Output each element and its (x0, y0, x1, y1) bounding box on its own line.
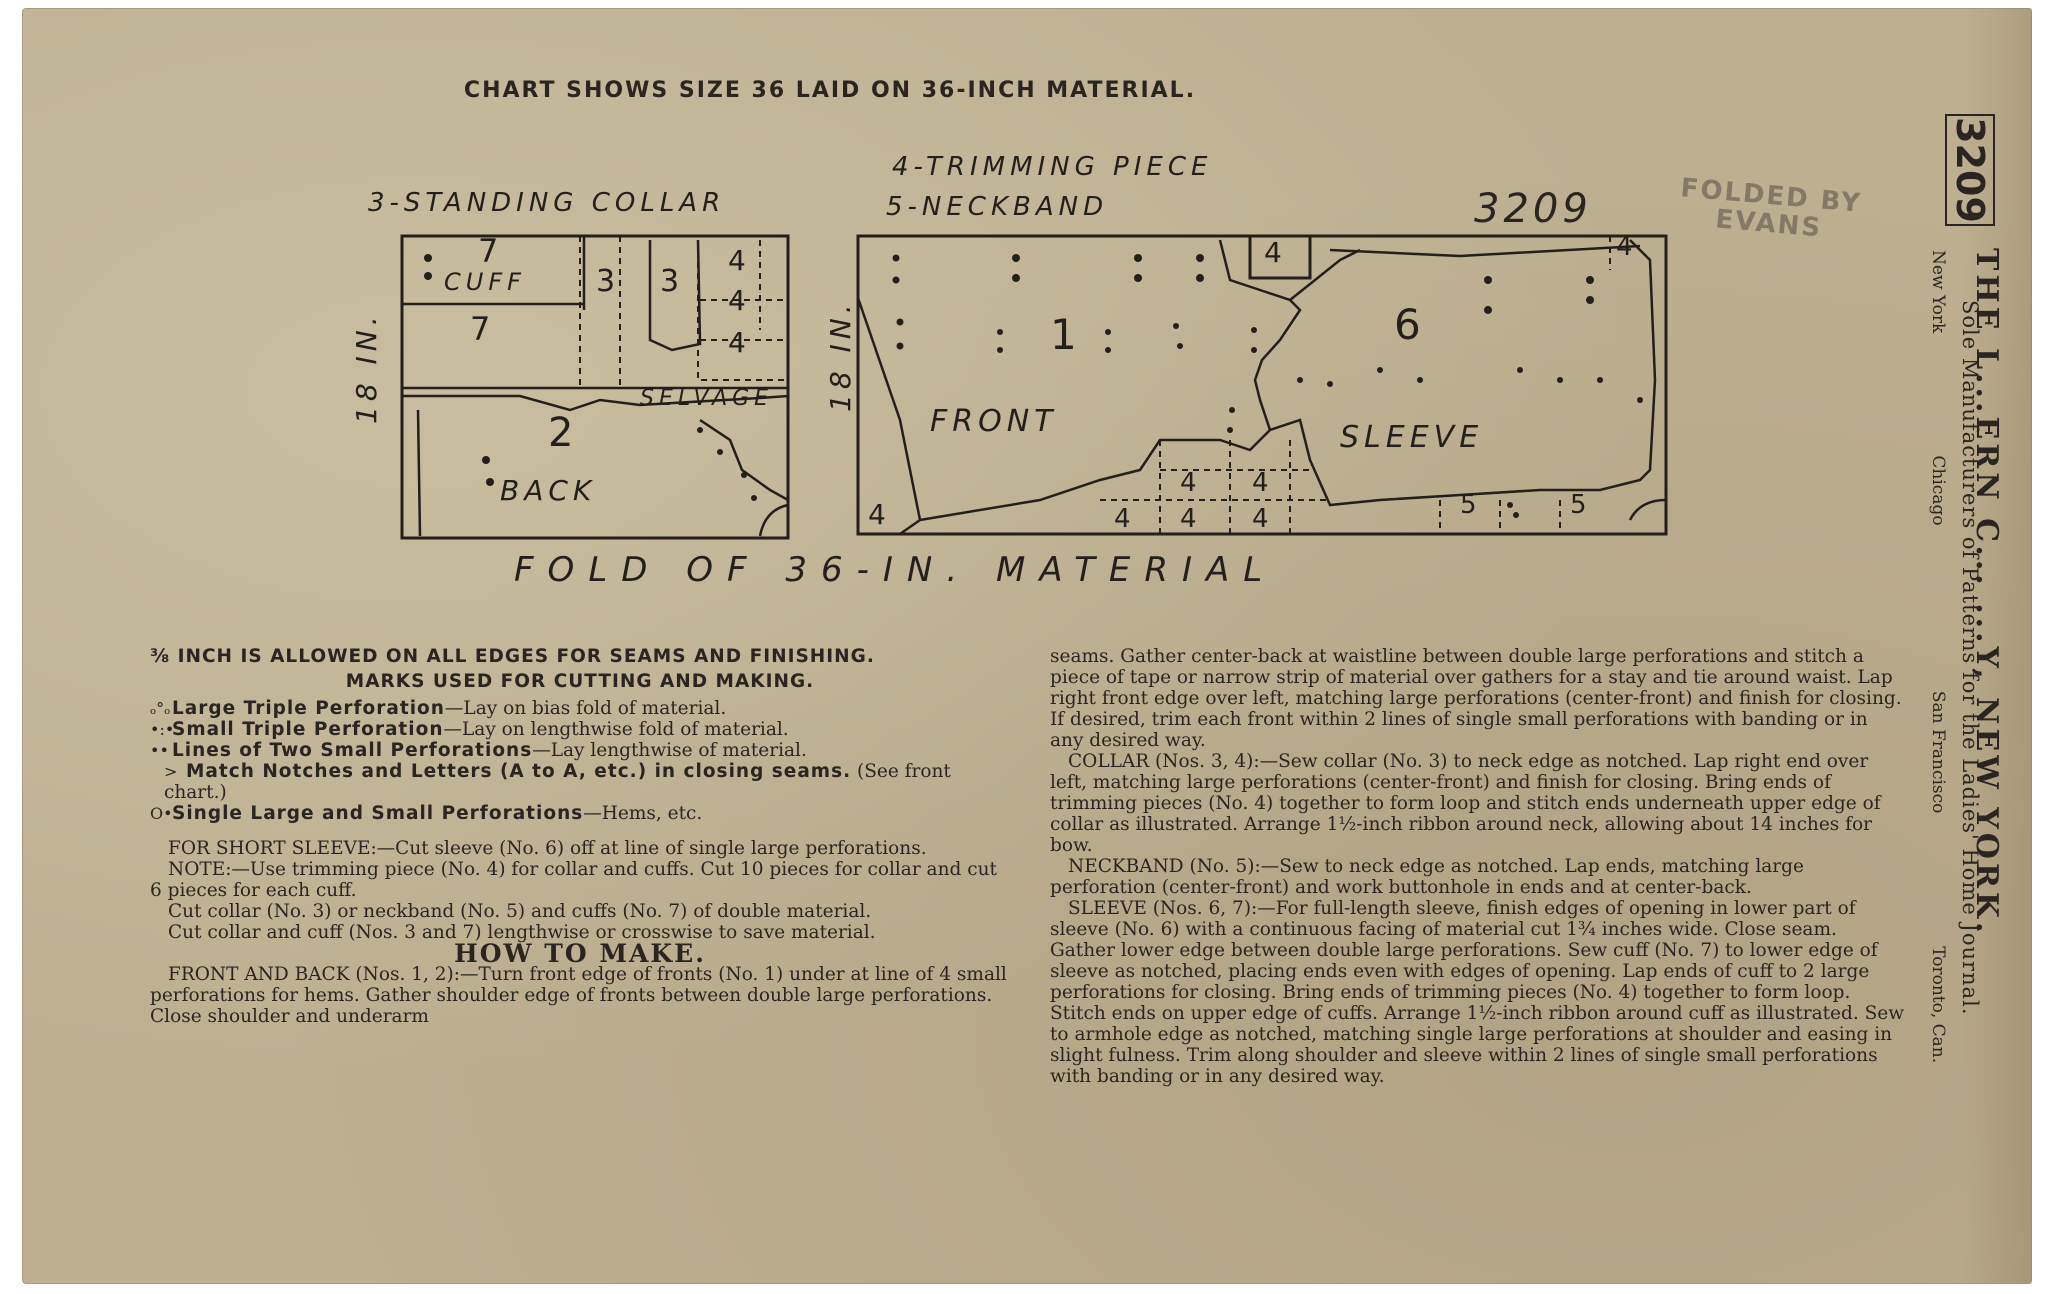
trimming-note: NOTE:—Use trimming piece (No. 4) for col… (150, 859, 997, 901)
cuff-label: CUFF (444, 268, 526, 296)
sleeve-number: 6 (1394, 300, 1426, 349)
fold-label: FOLD OF 36-IN. MATERIAL (514, 550, 1277, 590)
width-label-left: 18 IN. (350, 311, 383, 424)
collar-number-a: 3 (596, 264, 621, 299)
band-number-b: 5 (1570, 490, 1592, 520)
mark-large-triple: ₒ°ₒLarge Triple Perforation—Lay on bias … (150, 698, 727, 719)
trim-left-bottom-number: 4 (868, 498, 891, 531)
mark-match-notches: >Match Notches and Letters (A to A, etc.… (164, 761, 951, 803)
front-number: 1 (1050, 310, 1082, 359)
short-sleeve-note: FOR SHORT SLEEVE:—Cut sleeve (No. 6) off… (168, 838, 927, 859)
mark-two-small: ••Lines of Two Small Perforations—Lay le… (150, 740, 807, 761)
how-to-make-heading: HOW TO MAKE. (454, 939, 706, 968)
seam-allowance-note: ⅜ INCH IS ALLOWED ON ALL EDGES FOR SEAMS… (150, 646, 875, 667)
front-and-back-instructions: FRONT AND BACK (Nos. 1, 2):—Turn front e… (150, 964, 1007, 1027)
trim-number-b: 4 (728, 284, 751, 317)
right-instructions: seams. Gather center-back at waistline b… (1050, 646, 1905, 1087)
left-instructions: ⅜ INCH IS ALLOWED ON ALL EDGES FOR SEAMS… (150, 646, 1010, 1027)
trim-row2-b: 4 (1180, 504, 1202, 534)
neckband-label: 5-NECKBAND (886, 192, 1109, 222)
handwritten-pattern-number: 3209 (1474, 186, 1592, 232)
collar-number-b: 3 (660, 264, 685, 299)
back-number: 2 (548, 410, 579, 456)
trim-top-number: 4 (1264, 236, 1287, 269)
trim-row1-a: 4 (1180, 468, 1202, 498)
trim-row2-a: 4 (1114, 504, 1136, 534)
sleeve-label: SLEEVE (1340, 420, 1484, 455)
back-label: BACK (500, 474, 597, 507)
trim-row1-b: 4 (1252, 468, 1274, 498)
mark-single-large-small: O•Single Large and Small Perforations—He… (150, 803, 703, 824)
right-layout-panel (856, 234, 1668, 536)
pattern-number-box: 3209 (1945, 114, 1995, 226)
cuff-number-2: 7 (470, 310, 496, 348)
front-label: FRONT (930, 404, 1058, 439)
cuff-number: 7 (478, 232, 504, 270)
collar-paragraph: COLLAR (Nos. 3, 4):—Sew collar (No. 3) t… (1050, 751, 1881, 856)
neckband-paragraph: NECKBAND (No. 5):—Sew to neck edge as no… (1050, 856, 1804, 898)
sleeve-paragraph: SLEEVE (Nos. 6, 7):—For full-length slee… (1050, 898, 1905, 1087)
company-subline: Sole Manufacturers of Patterns for the L… (1958, 300, 1982, 1016)
cut-collar-note: Cut collar (No. 3) or neckband (No. 5) a… (168, 901, 872, 922)
trim-number-a: 4 (728, 244, 751, 277)
marks-heading: MARKS USED FOR CUTTING AND MAKING. (345, 671, 815, 692)
trim-corner-number: 4 (1616, 232, 1638, 262)
standing-collar-label: 3-STANDING COLLAR (368, 188, 726, 218)
pattern-envelope (22, 8, 2032, 1284)
trim-number-c: 4 (728, 326, 751, 359)
trim-row2-c: 4 (1252, 504, 1274, 534)
trimming-piece-label: 4-TRIMMING PIECE (892, 152, 1213, 182)
chart-title: CHART SHOWS SIZE 36 LAID ON 36-INCH MATE… (463, 78, 1197, 103)
width-label-right: 18 IN. (824, 299, 857, 412)
mark-small-triple: •:•Small Triple Perforation—Lay on lengt… (150, 719, 789, 740)
torn-edge (1962, 8, 2032, 1284)
seams-paragraph: seams. Gather center-back at waistline b… (1050, 646, 1902, 751)
selvage-label: SELVAGE (640, 386, 774, 411)
band-number-a: 5 (1460, 490, 1482, 520)
cut-save-note: Cut collar and cuff (Nos. 3 and 7) lengt… (168, 922, 876, 943)
company-cities: New York Chicago San Francisco Toronto, … (1928, 250, 1948, 1064)
